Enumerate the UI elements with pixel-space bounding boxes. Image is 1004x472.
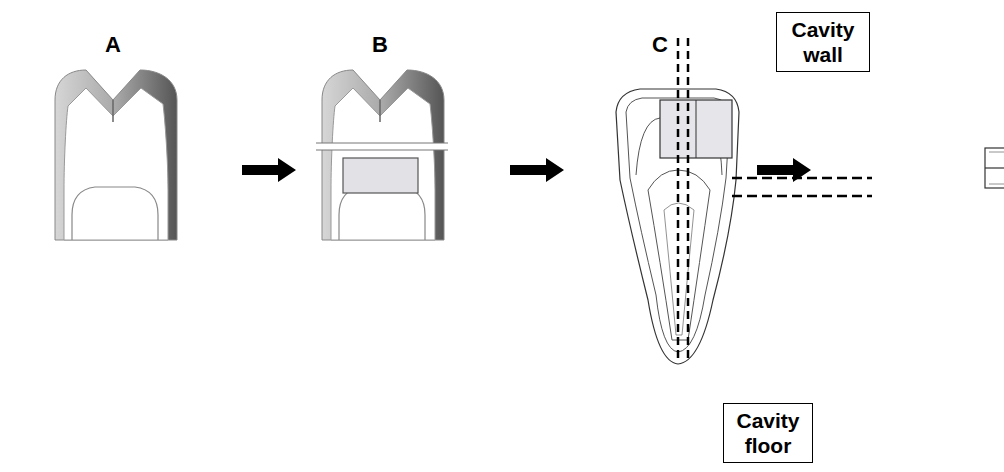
label-box: Cavity floor [723,403,813,463]
box-label: Cavity wall [785,17,861,67]
panel-letter: C [652,32,668,58]
panel-letter: B [372,32,388,58]
label-box: Cavity wall [776,12,870,72]
panel-letter: A [105,32,121,58]
box-label: Cavity floor [732,408,804,458]
